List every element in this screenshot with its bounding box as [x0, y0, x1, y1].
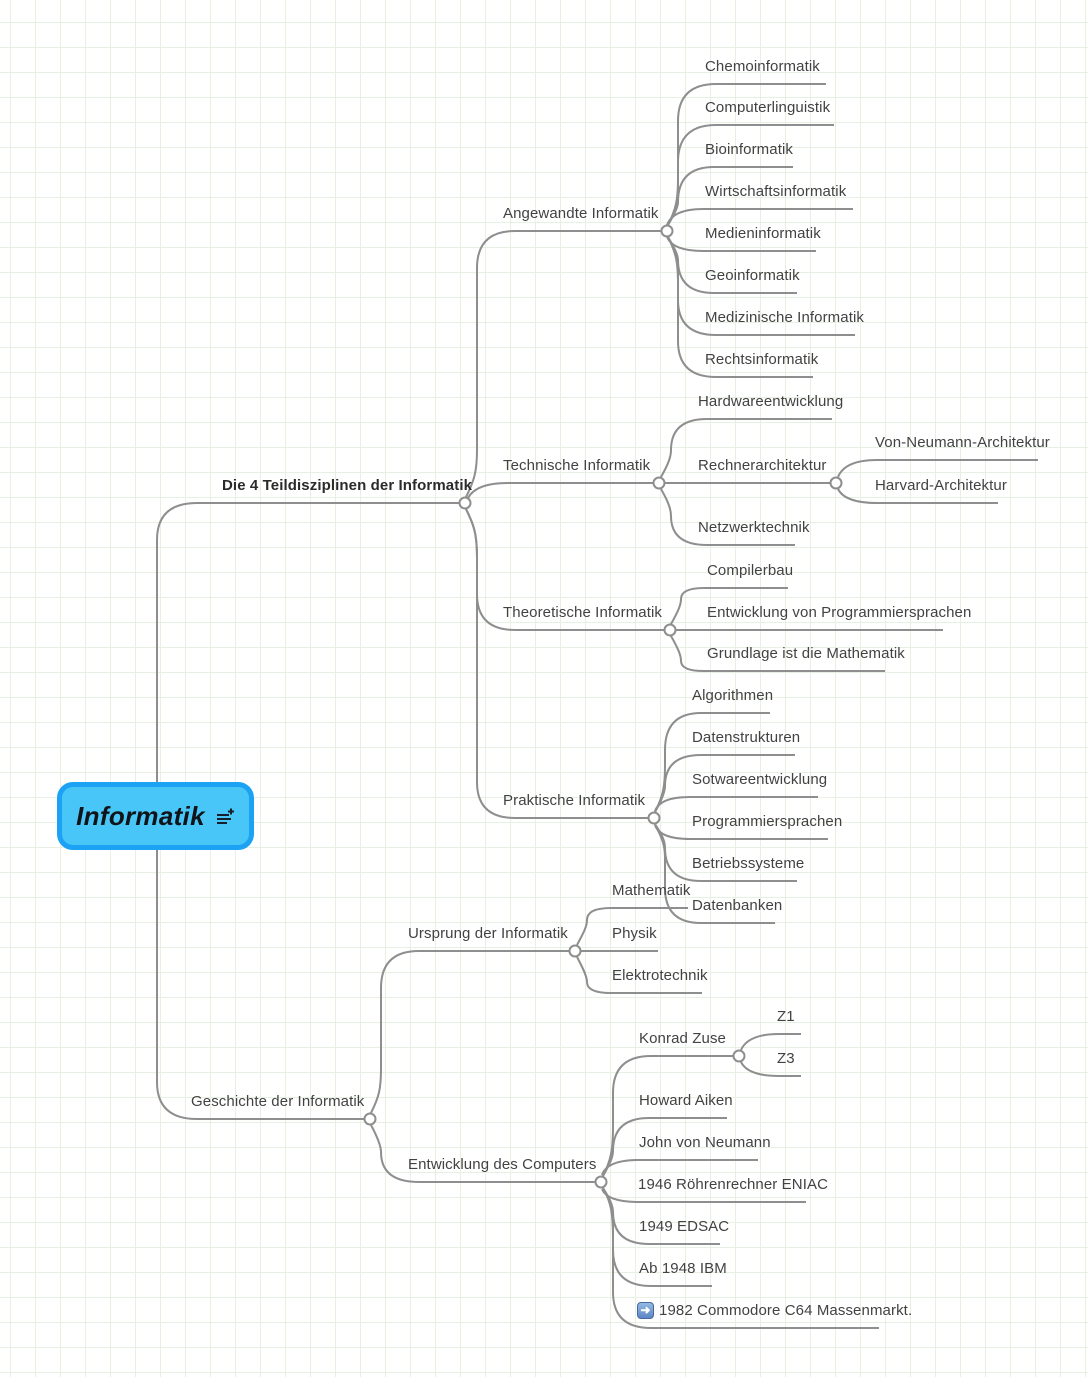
connector-netzwerktechnik [660, 488, 795, 546]
root-node-informatik[interactable]: Informatik [57, 782, 254, 850]
connector-sotwareentwicklung [654, 796, 818, 812]
node-rechnerarchitektur[interactable]: Rechnerarchitektur [698, 457, 827, 474]
node-betriebssysteme[interactable]: Betriebssysteme [692, 855, 805, 872]
junction-dot [594, 1175, 608, 1189]
node-computerlinguistik[interactable]: Computerlinguistik [705, 99, 831, 116]
connector-praktische [465, 508, 654, 819]
node-medieninformatik[interactable]: Medieninformatik [705, 225, 821, 242]
node-technische-informatik[interactable]: Technische Informatik [503, 457, 651, 474]
connector-datenstrukturen [654, 754, 795, 813]
junction-dot [732, 1049, 746, 1063]
node-datenstrukturen[interactable]: Datenstrukturen [692, 729, 801, 746]
node-1949-edsac[interactable]: 1949 EDSAC [639, 1218, 730, 1235]
node-sotwareentwicklung[interactable]: Sotwareentwicklung [692, 771, 828, 788]
junction-dot [568, 944, 582, 958]
node-harvard-architektur[interactable]: Harvard-Architektur [875, 477, 1007, 494]
node-rechtsinformatik[interactable]: Rechtsinformatik [705, 351, 819, 368]
connector-elektrotechnik [576, 956, 702, 994]
connector-bioinformatik [667, 166, 793, 226]
connector-entwicklung-computers [370, 1124, 601, 1183]
node-elektrotechnik[interactable]: Elektrotechnik [612, 967, 708, 984]
connectors [156, 83, 1038, 1329]
junction-dot [363, 1112, 377, 1126]
node-compilerbau[interactable]: Compilerbau [707, 562, 794, 579]
node-programmiersprachen[interactable]: Programmiersprachen [692, 813, 843, 830]
node-praktische-informatik[interactable]: Praktische Informatik [503, 792, 646, 809]
connector-mathematik [576, 907, 688, 946]
node-konrad-zuse[interactable]: Konrad Zuse [639, 1030, 726, 1047]
connector-eniac [601, 1188, 806, 1203]
junction-dot [647, 811, 661, 825]
node-wirtschaftsinformatik[interactable]: Wirtschaftsinformatik [705, 183, 847, 200]
connector-z3 [740, 1061, 801, 1077]
connector-algorithmen [654, 712, 770, 813]
node-hardwareentwicklung[interactable]: Hardwareentwicklung [698, 393, 844, 410]
node-geoinformatik[interactable]: Geoinformatik [705, 267, 800, 284]
connector-wirtschaftsinformatik [666, 208, 853, 226]
connector-ursprung [370, 950, 575, 1114]
node-ab-1948-ibm[interactable]: Ab 1948 IBM [639, 1260, 727, 1277]
junction-dot [663, 623, 677, 637]
node-howard-aiken[interactable]: Howard Aiken [639, 1092, 733, 1109]
junction-dot [458, 496, 472, 510]
connector-technische [467, 482, 659, 499]
connector-root-disziplinen [156, 502, 465, 782]
connector-hardwareentwicklung [660, 418, 832, 478]
node-chemoinformatik[interactable]: Chemoinformatik [705, 58, 820, 75]
node-datenbanken[interactable]: Datenbanken [692, 897, 783, 914]
node-bioinformatik[interactable]: Bioinformatik [705, 141, 793, 158]
node-theoretische-informatik[interactable]: Theoretische Informatik [503, 604, 663, 621]
node-physik[interactable]: Physik [612, 925, 657, 942]
root-node-label: Informatik [76, 800, 205, 831]
node-grundlage-ist-die-mathematik[interactable]: Grundlage ist die Mathematik [707, 645, 905, 662]
connector-howard-aiken [602, 1117, 727, 1177]
connector-z1 [740, 1033, 801, 1051]
add-note-icon[interactable] [215, 807, 235, 827]
node-die-4-teildisziplinen[interactable]: Die 4 Teildisziplinen der Informatik [222, 477, 473, 494]
node-1982-commodore-c64-label: 1982 Commodore C64 Massenmarkt. [659, 1302, 913, 1319]
connector-root-geschichte [156, 850, 370, 1120]
connector-konrad-zuse [602, 1055, 739, 1177]
connector-compilerbau [670, 587, 788, 625]
connector-angewandte [465, 230, 667, 498]
connector-c64 [602, 1187, 879, 1329]
node-von-neumann-architektur[interactable]: Von-Neumann-Architektur [875, 434, 1050, 451]
node-netzwerktechnik[interactable]: Netzwerktechnik [698, 519, 810, 536]
junction-dot [660, 224, 674, 238]
node-1946-roehrenrechner-eniac[interactable]: 1946 Röhrenrechner ENIAC [638, 1176, 829, 1193]
node-angewandte-informatik[interactable]: Angewandte Informatik [503, 205, 659, 222]
connector-grundlage-mathematik [670, 635, 885, 672]
node-mathematik[interactable]: Mathematik [612, 882, 691, 899]
junction-dot [652, 476, 666, 490]
node-algorithmen[interactable]: Algorithmen [692, 687, 774, 704]
node-entwicklung-des-computers[interactable]: Entwicklung des Computers [408, 1156, 597, 1173]
connector-rechtsinformatik [667, 236, 813, 378]
node-john-von-neumann[interactable]: John von Neumann [639, 1134, 771, 1151]
connector-von-neumann [837, 459, 1038, 478]
arrow-right-icon: ➜ [637, 1302, 654, 1319]
node-z1[interactable]: Z1 [777, 1008, 795, 1025]
connector-harvard [837, 488, 998, 504]
node-entwicklung-von-programmiersprachen[interactable]: Entwicklung von Programmiersprachen [707, 604, 972, 621]
node-medizinische-informatik[interactable]: Medizinische Informatik [705, 309, 865, 326]
junction-dots [363, 224, 843, 1189]
junction-dot [829, 476, 843, 490]
connector-datenbanken [654, 824, 775, 924]
node-ursprung-der-informatik[interactable]: Ursprung der Informatik [408, 925, 568, 942]
node-1982-commodore-c64[interactable]: ➜ 1982 Commodore C64 Massenmarkt. [637, 1301, 912, 1320]
node-z3[interactable]: Z3 [777, 1050, 795, 1067]
connector-john-von-neumann [601, 1159, 758, 1176]
node-geschichte-der-informatik[interactable]: Geschichte der Informatik [191, 1093, 365, 1110]
